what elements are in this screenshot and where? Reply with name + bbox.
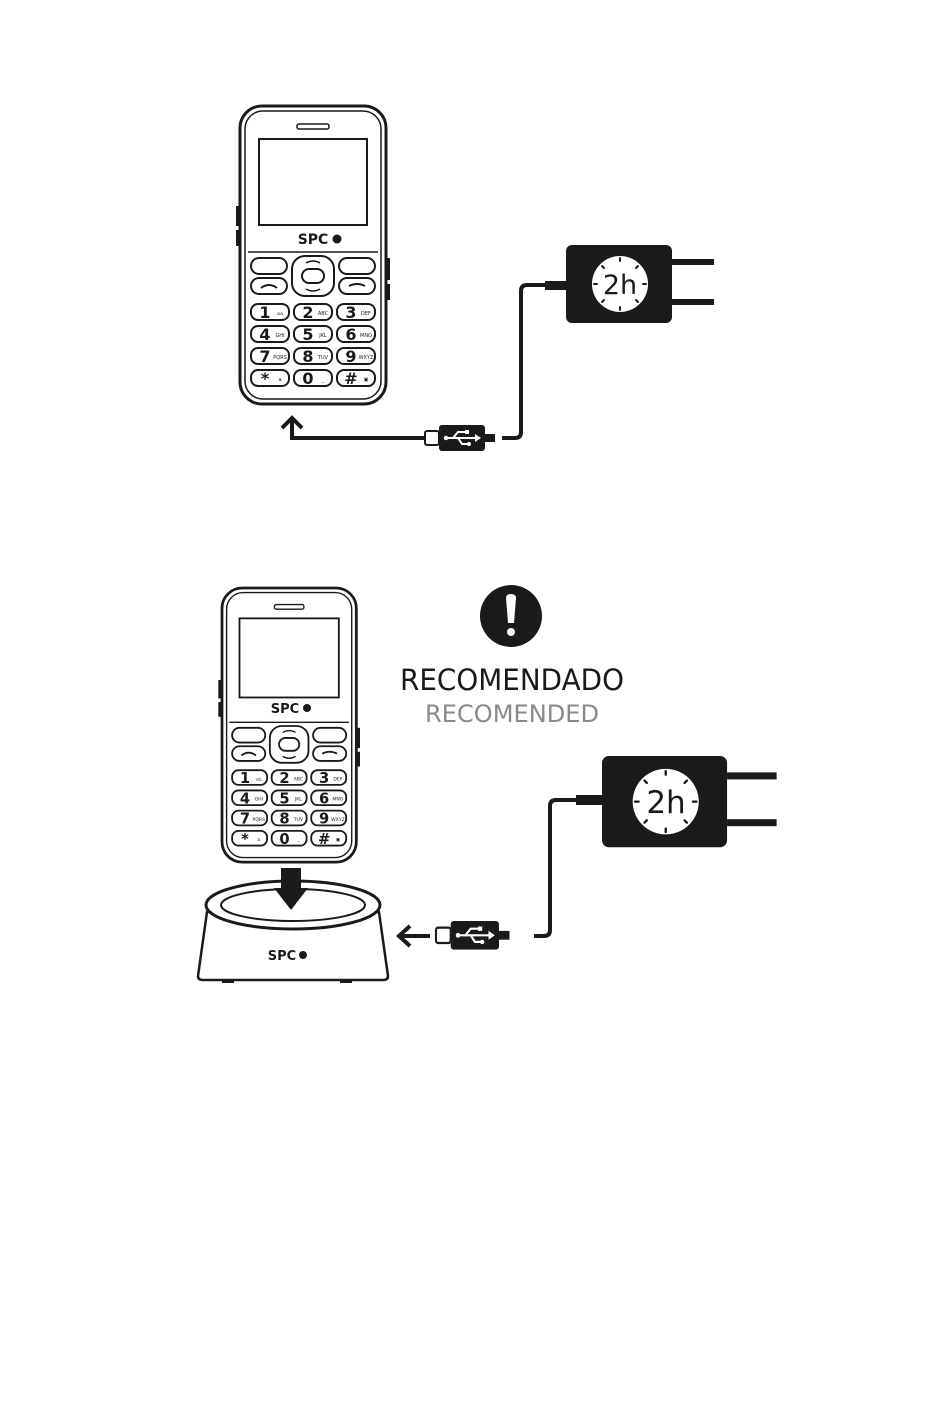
key-letters: MNO: [360, 333, 372, 339]
key-letters: PQRS: [273, 355, 287, 361]
key-letters: TUV: [293, 817, 304, 823]
arrow-icon-top: [292, 420, 425, 438]
key-letters: ABC: [318, 311, 329, 317]
key-digit: 3: [319, 770, 329, 787]
key-digit: 5: [302, 325, 313, 344]
key-digit: 2: [302, 303, 313, 322]
charge-time-top: 2h: [603, 270, 637, 301]
recommended-title: RECOMENDADO: [400, 663, 624, 697]
key-digit: 7: [240, 811, 250, 828]
key-digit: 6: [319, 790, 329, 807]
key-letters: JKL: [318, 333, 327, 339]
brand-logo-dock: SPC: [268, 949, 296, 964]
key-letters: DEF: [361, 311, 371, 317]
key-digit: *: [241, 831, 249, 848]
key-digit: 0: [302, 369, 313, 388]
arrow-icon-bottom: [399, 926, 430, 946]
key-letters: ⌂⌂: [256, 777, 262, 782]
key-digit: 9: [319, 811, 329, 828]
cable-top: [502, 285, 566, 438]
key-letters: DEF: [333, 776, 342, 782]
key-letters: a: [278, 377, 281, 383]
key-digit: 8: [302, 347, 313, 366]
key-digit: 0: [279, 831, 289, 848]
charger-top: 2h: [566, 245, 714, 323]
key-letters: a: [257, 838, 260, 843]
key-letters: GHI: [275, 333, 284, 339]
key-letters: _: [321, 377, 325, 383]
brand-logo-top: SPC: [298, 232, 329, 248]
key-digit: #: [344, 369, 357, 388]
key-digit: 2: [279, 770, 289, 787]
exclamation-icon: [480, 585, 542, 647]
key-letters: PQRS: [253, 817, 266, 823]
key-letters: WXYZ: [359, 355, 374, 361]
key-digit: 1: [240, 770, 250, 787]
key-digit: 5: [279, 790, 289, 807]
charger-bottom: 2h: [602, 756, 777, 847]
key-letters: MNO: [332, 797, 343, 803]
key-digit: #: [318, 831, 330, 848]
key-digit: 4: [240, 790, 250, 807]
key-digit: 1: [259, 303, 270, 322]
key-letters: WXYZ: [331, 817, 345, 823]
key-digit: *: [261, 369, 270, 388]
key-letters: ▣: [364, 377, 369, 383]
key-letters: TUV: [317, 355, 329, 361]
recommended-subtitle: RECOMENDED: [425, 700, 599, 728]
cable-bottom: [534, 800, 602, 936]
key-digit: 3: [345, 303, 356, 322]
key-digit: 6: [345, 325, 356, 344]
charge-time-bottom: 2h: [646, 785, 685, 821]
key-letters: JKL: [294, 797, 302, 803]
key-letters: ⌂⌂: [277, 311, 283, 317]
usb-icon-bottom: [436, 921, 510, 950]
key-digit: 9: [345, 347, 356, 366]
key-letters: GHI: [255, 797, 263, 803]
usb-icon-top: [425, 425, 495, 451]
key-digit: 4: [259, 325, 270, 344]
key-digit: 8: [279, 811, 289, 828]
brand-logo-phone-bottom: SPC: [271, 702, 299, 717]
brand-mark-top: [333, 235, 342, 244]
key-digit: 7: [259, 347, 270, 366]
key-letters: ▣: [336, 838, 340, 843]
key-letters: ABC: [294, 776, 303, 782]
